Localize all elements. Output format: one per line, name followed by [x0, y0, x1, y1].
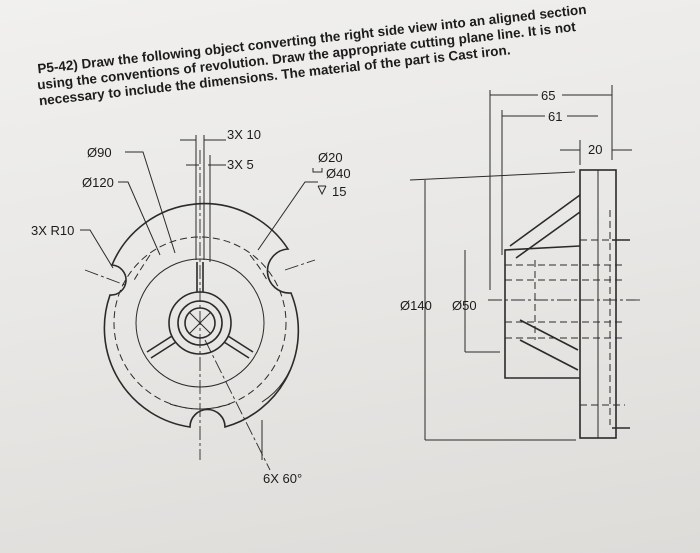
dim-61-label: 61 — [548, 109, 563, 124]
dim-dia20-label: Ø20 — [318, 150, 343, 165]
dim-dia90-label: Ø90 — [87, 145, 112, 160]
front-hidden-slot-left — [132, 254, 151, 283]
dim-3x10-label: 3X 10 — [227, 127, 261, 142]
front-60deg-centerline — [204, 339, 271, 471]
dim-dia140-label: Ø140 — [400, 298, 432, 313]
depth-symbol — [317, 185, 327, 196]
dim-r10-label: 3X R10 — [31, 223, 75, 238]
side-rib-taper-bottom — [519, 319, 579, 351]
dim-65-label: 65 — [541, 88, 556, 103]
rib-left-upper-edge — [146, 335, 173, 353]
dim-3x5-label: 3X 5 — [227, 157, 254, 172]
angle-arc — [261, 369, 291, 403]
leader-dia90 — [125, 151, 176, 254]
front-hidden-slot-bottom — [169, 403, 231, 410]
rib-right-upper-edge — [227, 335, 254, 353]
leader-dia120 — [118, 181, 161, 256]
front-hidden-slot-right — [249, 254, 269, 283]
dim-140-ext-top — [409, 171, 576, 181]
side-rib-taper-bottom-2 — [519, 339, 579, 371]
side-view — [488, 169, 640, 439]
leader-dia20 — [257, 181, 318, 251]
front-ribs — [146, 262, 254, 359]
dim-dia120-label: Ø120 — [82, 175, 114, 190]
front-left-centerline — [84, 269, 126, 286]
side-view-dimensions — [409, 85, 632, 441]
rib-right-lower-edge — [223, 341, 250, 359]
counterbore-symbol — [312, 168, 323, 173]
dim-angle-label: 6X 60° — [263, 471, 303, 486]
side-rib-taper-2 — [515, 211, 581, 259]
dim-dia50-label: Ø50 — [452, 298, 477, 313]
side-rib-taper-top — [509, 194, 581, 247]
front-outer-profile — [103, 202, 300, 429]
dim-cbore40-label: Ø40 — [326, 166, 351, 181]
dim-depth15-label: 15 — [332, 184, 347, 199]
front-right-centerline — [284, 259, 316, 271]
front-view-leaders — [80, 135, 318, 460]
dim-20-label: 20 — [588, 142, 603, 157]
rib-left-lower-edge — [150, 341, 177, 359]
front-view — [84, 150, 316, 471]
side-hub — [504, 245, 581, 379]
leader-r10 — [80, 229, 114, 269]
